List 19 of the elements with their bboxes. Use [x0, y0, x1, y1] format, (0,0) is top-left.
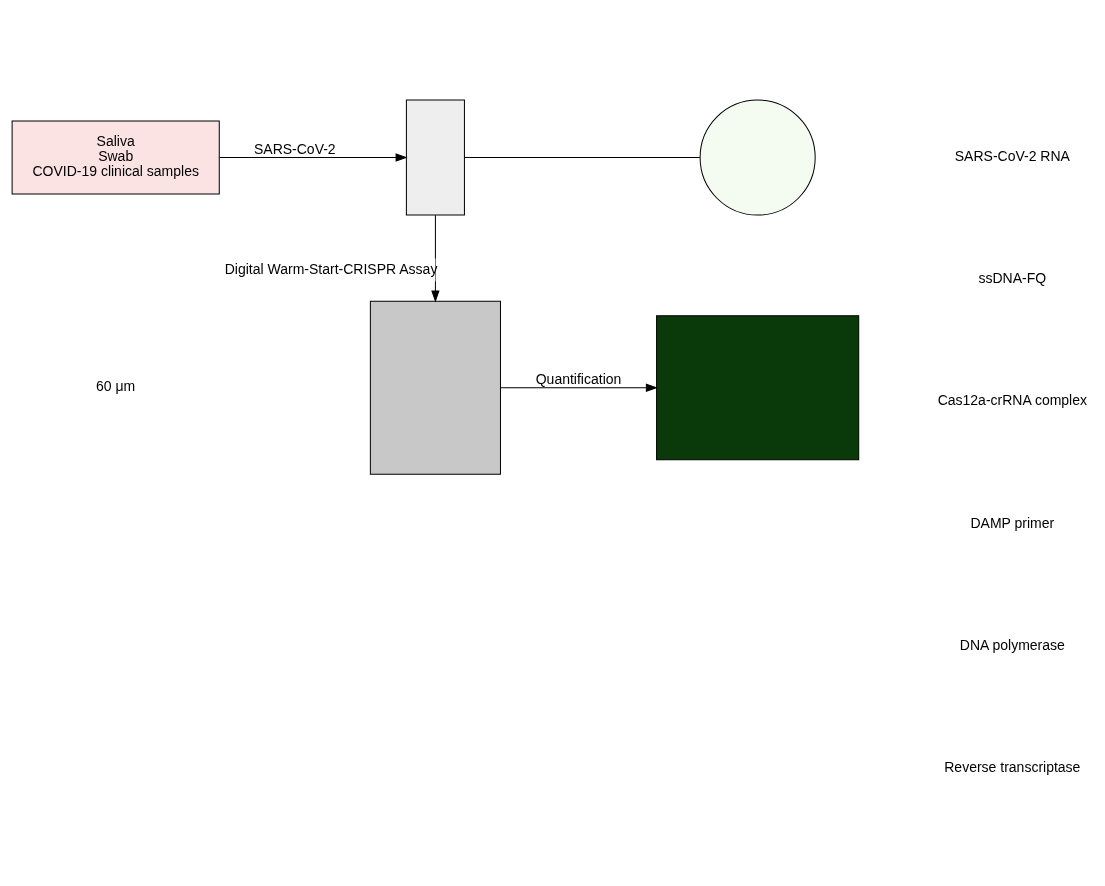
legend-label: ssDNA-FQ: [978, 270, 1047, 287]
legend-label: SARS-CoV-2 RNA: [954, 148, 1070, 165]
arrow: [431, 214, 440, 302]
arrow: [500, 383, 657, 392]
arrow: [218, 153, 407, 162]
node-box: Saliva Swab COVID-19 clinical samples: [11, 120, 220, 195]
connector: [464, 157, 701, 159]
legend-label: Cas12a-crRNA complex: [937, 392, 1088, 409]
legend-label: DAMP primer: [970, 514, 1055, 531]
node-box: [656, 315, 860, 461]
edge-label: SARS-CoV-2: [253, 140, 336, 157]
label: 60 μm: [96, 378, 136, 395]
node-box: [369, 300, 501, 475]
edge-label: Digital Warm-Start-CRISPR Assay: [224, 261, 438, 278]
legend-label: DNA polymerase: [959, 636, 1065, 653]
edge-label: Quantification: [535, 370, 622, 387]
legend-label: Reverse transcriptase: [944, 758, 1081, 775]
node-circle: [699, 99, 816, 216]
node-box: [405, 99, 465, 216]
